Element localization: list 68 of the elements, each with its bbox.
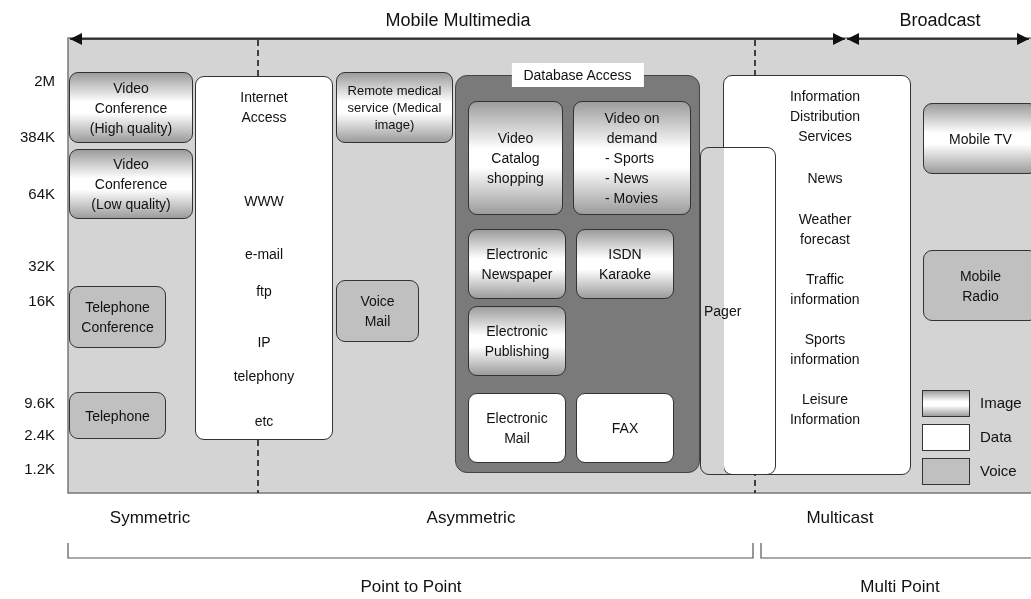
axis-tick-label: 9.6K [24, 394, 55, 411]
service-label: Video Conference (Low quality) [90, 155, 172, 214]
legend-label: Voice [980, 462, 1017, 479]
service-box [468, 306, 566, 376]
axis-tick-label: 2.4K [24, 426, 55, 443]
service-label: Electronic Mail [485, 409, 549, 448]
category-label: Multi Point [860, 577, 940, 597]
axis-tick-label: 2M [34, 72, 55, 89]
service-panel [195, 76, 333, 440]
service-box [923, 250, 1031, 321]
service-label: Mobile TV [948, 129, 1013, 149]
service-label: Mobile Radio [958, 266, 1003, 306]
section-heading: Broadcast [899, 10, 981, 31]
service-box [576, 393, 674, 463]
service-label: e-mail [243, 245, 285, 264]
service-label: Weather forecast [797, 210, 853, 249]
service-label: etc [253, 412, 275, 431]
service-label: FAX [610, 419, 640, 438]
axis-tick-label: 32K [28, 257, 55, 274]
service-label: telephony [232, 367, 296, 386]
list-item: - News [604, 169, 650, 188]
service-label: Telephone Conference [80, 298, 155, 337]
service-box [69, 392, 166, 439]
service-label: Voice Mail [359, 292, 396, 331]
service-label: ISDN Karaoke [597, 245, 653, 284]
category-label: Symmetric [109, 508, 191, 528]
category-label: Point to Point [360, 577, 462, 597]
service-label: News [806, 169, 844, 188]
service-box [336, 280, 419, 342]
panel-heading: Internet Access [239, 88, 289, 127]
legend-label: Data [980, 428, 1012, 445]
service-box [468, 101, 563, 215]
group-heading: Database Access [511, 63, 644, 87]
axis-tick-label: 384K [19, 128, 55, 145]
panel-heading: Information Distribution Services [788, 87, 861, 146]
service-box [573, 101, 691, 215]
list-item: - Movies [604, 189, 659, 208]
service-box [69, 149, 193, 219]
service-label: Telephone [84, 406, 151, 426]
service-box [336, 72, 453, 143]
service-label: Traffic information [789, 270, 861, 309]
service-box [700, 147, 776, 475]
axis-tick-label: 64K [28, 185, 55, 202]
service-label: Video on demand [603, 109, 661, 148]
service-label: ftp [255, 282, 273, 301]
service-label: IP [256, 333, 272, 352]
service-label: WWW [243, 192, 285, 211]
list-item: - Sports [604, 149, 655, 168]
service-box [69, 286, 166, 348]
service-label: Video Catalog shopping [486, 129, 545, 188]
axis-tick-label: 1.2K [24, 460, 55, 477]
axis-tick-label: 16K [28, 292, 55, 309]
service-box [923, 103, 1031, 174]
legend-label: Image [980, 394, 1022, 411]
service-label: Video Conference (High quality) [88, 78, 174, 138]
service-label: Remote medical service (Medical image) [346, 82, 443, 133]
service-box [576, 229, 674, 299]
service-label: Electronic Newspaper [480, 245, 554, 284]
service-box [468, 393, 566, 463]
service-label: Sports information [789, 330, 861, 369]
service-box [468, 229, 566, 299]
service-label: Pager [704, 302, 742, 321]
category-label: Asymmetric [426, 508, 516, 528]
category-label: Multicast [806, 508, 874, 528]
service-label: Electronic Publishing [483, 322, 551, 361]
section-heading: Mobile Multimedia [385, 10, 531, 31]
service-label: Leisure Information [788, 390, 861, 429]
service-box [69, 72, 193, 143]
